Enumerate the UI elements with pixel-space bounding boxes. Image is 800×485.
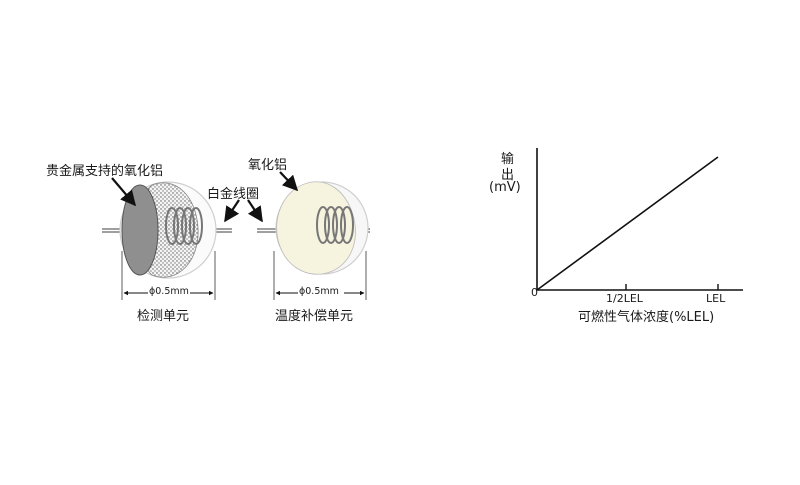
origin-label: 0 bbox=[531, 286, 538, 299]
label-detect-support: 贵金属支持的氧化铝 bbox=[46, 164, 164, 179]
comp-element bbox=[257, 181, 370, 300]
arrow-coil-right bbox=[247, 199, 263, 223]
y-label-line2: 出 bbox=[501, 168, 515, 183]
arrow-alumina bbox=[279, 171, 299, 192]
comp-coil bbox=[316, 206, 354, 244]
x-tick-label-half: 1/2LEL bbox=[606, 292, 643, 305]
x-axis-label: 可燃性气体浓度(%LEL) bbox=[578, 310, 715, 325]
x-tick-label-full: LEL bbox=[706, 292, 726, 305]
dim-label-comp: ϕ0.5mm bbox=[299, 286, 339, 297]
output-chart bbox=[536, 148, 743, 291]
y-label-unit: (mV) bbox=[489, 180, 521, 195]
label-alumina: 氧化铝 bbox=[248, 158, 288, 173]
detect-element bbox=[102, 181, 232, 300]
series-line bbox=[536, 156, 719, 291]
arrow-coil-left bbox=[224, 199, 240, 223]
detect-coil bbox=[165, 207, 203, 245]
dim-label-detect: ϕ0.5mm bbox=[149, 286, 189, 297]
callout-arrows bbox=[111, 171, 299, 223]
arrow-detect-support bbox=[111, 177, 136, 207]
y-label-line1: 输 bbox=[501, 152, 515, 167]
caption-detect: 检测单元 bbox=[137, 309, 190, 324]
label-platinum-coil: 白金线圈 bbox=[207, 187, 260, 202]
caption-comp: 温度补偿单元 bbox=[275, 309, 354, 324]
